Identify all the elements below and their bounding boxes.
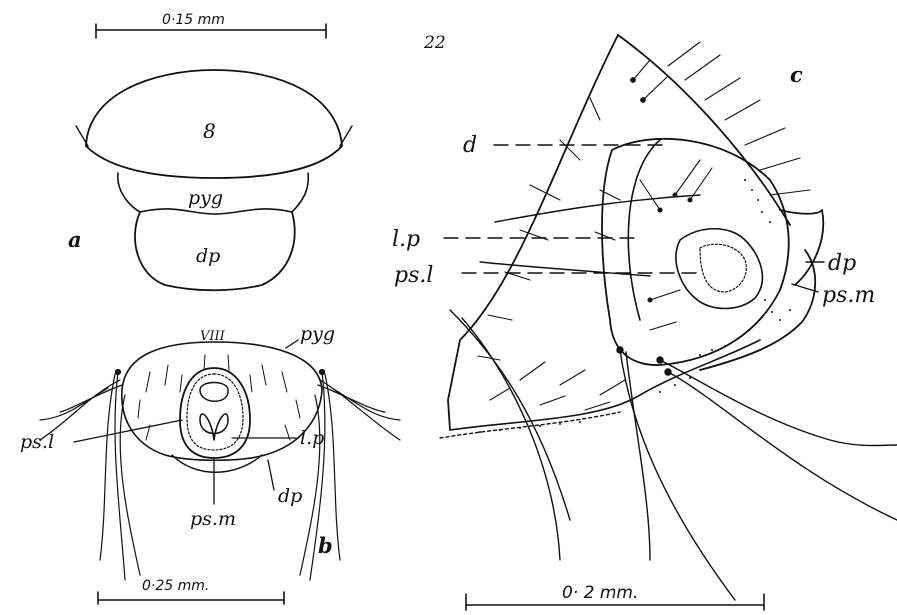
figure-number: 22 <box>423 33 446 53</box>
central-lobe <box>180 368 250 458</box>
panel-b: VIII pyg ps.l l.p dp ps.m b 0·25 mm. <box>20 323 400 604</box>
label-lp-b: l.p <box>300 427 324 449</box>
label-dp-c: dp <box>828 251 856 276</box>
panel-b-scale-bar: 0·25 mm. <box>98 578 284 604</box>
lateral-bristles-left <box>40 370 140 581</box>
label-lp-c: l.p <box>392 227 420 252</box>
lateral-bristles-right <box>300 370 400 581</box>
panel-b-scale-label: 0·25 mm. <box>142 578 209 594</box>
panel-a-letter: a <box>68 227 82 252</box>
label-pyg-a: pyg <box>188 187 223 209</box>
label-dp-a: dp <box>196 245 220 267</box>
tergite-setae <box>478 42 810 410</box>
leader-lines-c <box>444 145 824 292</box>
label-psl-c: ps.l <box>394 263 433 288</box>
label-dp-b: dp <box>278 485 302 507</box>
label-psm-c: ps.m <box>822 283 875 308</box>
ventral-lobe <box>450 340 760 430</box>
panel-c-scale-bar: 0· 2 mm. <box>466 583 764 610</box>
genital-capsule <box>602 139 789 365</box>
panel-c-letter: c <box>790 62 803 87</box>
label-d: d <box>463 133 477 158</box>
label-psm-b: ps.m <box>190 508 236 530</box>
label-pyg-b: pyg <box>300 323 335 345</box>
panel-a-scale-bar: 0·15 mm <box>96 12 326 38</box>
panel-c: d l.p ps.l dp ps.m c 0· 2 mm. <box>392 35 897 610</box>
segment-viii-outline <box>122 342 322 460</box>
panel-a-scale-label: 0·15 mm <box>162 12 225 28</box>
panel-c-scale-label: 0· 2 mm. <box>562 583 638 603</box>
label-psl-b: ps.l <box>20 431 54 453</box>
label-segment-8: 8 <box>203 119 216 143</box>
label-viii: VIII <box>200 329 226 344</box>
panel-a: 0·15 mm 8 pyg dp a <box>68 12 352 290</box>
panel-b-letter: b <box>318 533 333 558</box>
